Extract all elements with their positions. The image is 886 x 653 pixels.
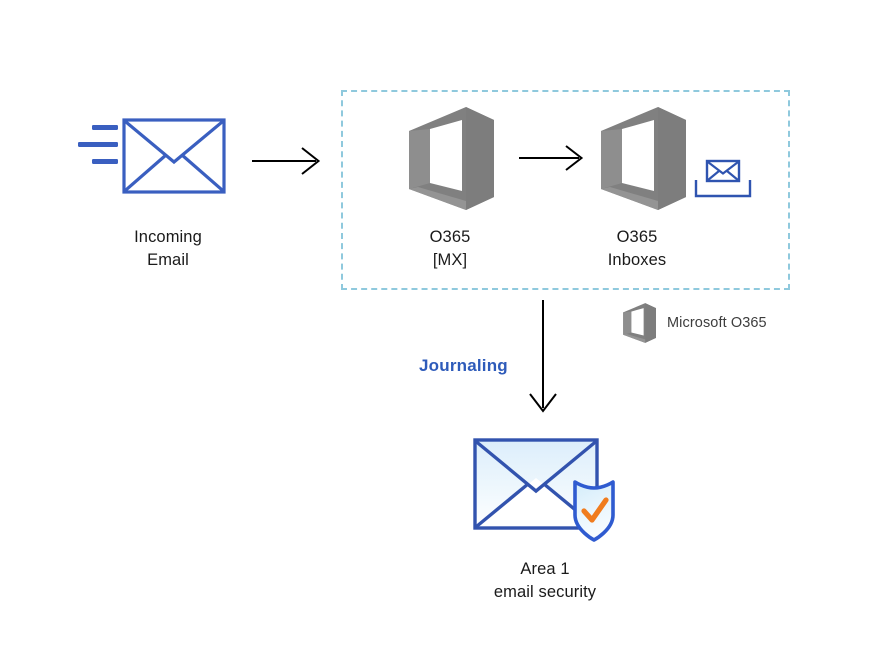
o365-group-boundary bbox=[341, 90, 790, 290]
node-o365-inboxes bbox=[598, 107, 686, 210]
legend-label-microsoft-o365: Microsoft O365 bbox=[667, 315, 767, 331]
inbox-tray-icon bbox=[694, 158, 752, 200]
office365-logo-icon bbox=[409, 107, 494, 210]
arrow-journaling bbox=[526, 300, 560, 418]
node-incoming-email bbox=[76, 118, 226, 210]
label-area1-email-security: Area 1 email security bbox=[493, 560, 597, 601]
label-o365-inboxes: O365 Inboxes bbox=[607, 228, 667, 269]
envelope-shield-check-icon bbox=[473, 438, 615, 542]
envelope-icon bbox=[78, 118, 226, 194]
label-journaling: Journaling bbox=[419, 356, 508, 375]
node-area1-email-security bbox=[472, 435, 632, 545]
office365-logo-icon bbox=[601, 107, 686, 210]
label-incoming-email: Incoming Email bbox=[134, 228, 202, 269]
node-o365-mx bbox=[406, 107, 494, 210]
arrow-incoming-to-mx bbox=[252, 145, 324, 177]
label-o365-mx: O365 [MX] bbox=[429, 228, 471, 269]
arrow-mx-to-inboxes bbox=[519, 142, 589, 174]
legend-office365-logo-icon bbox=[622, 303, 656, 343]
